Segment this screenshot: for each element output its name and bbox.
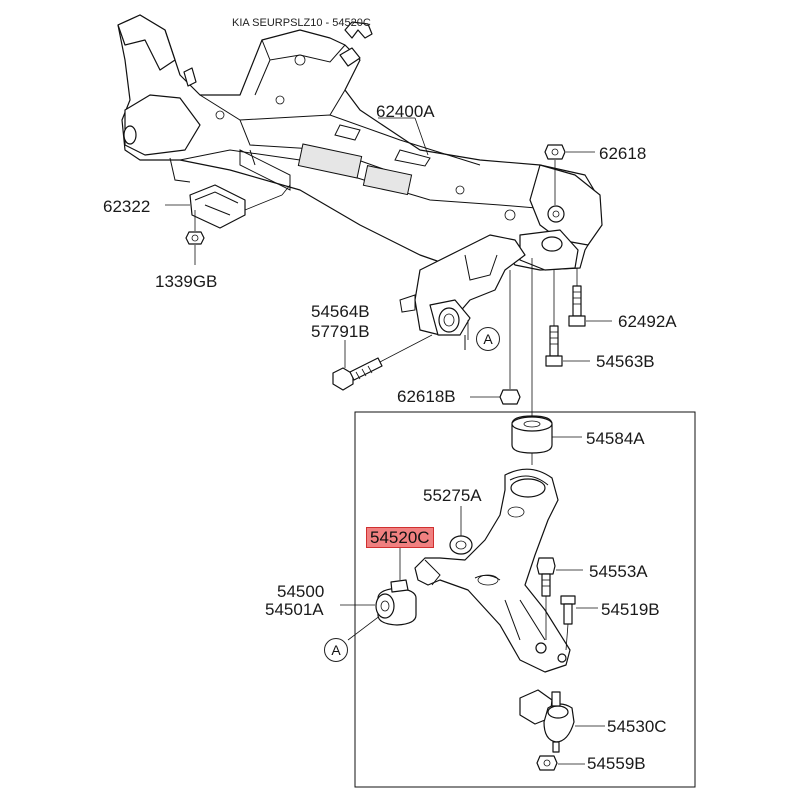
label-54519B: 54519B xyxy=(601,600,660,619)
washer-55275A xyxy=(449,506,473,555)
nut-1339GB xyxy=(185,210,205,265)
bolt-54564B xyxy=(332,334,433,391)
label-54500: 54500 xyxy=(277,582,325,601)
ball-joint-54530C xyxy=(519,689,605,753)
callout-a-upper: A xyxy=(476,327,500,351)
bolt-54553A xyxy=(536,557,583,640)
bushing-54584A xyxy=(511,415,582,454)
label-62492A: 62492A xyxy=(618,312,677,331)
label-62322: 62322 xyxy=(103,197,151,216)
label-57791B: 57791B xyxy=(311,322,370,341)
label-54501A: 54501A xyxy=(265,600,324,619)
nut-54559B xyxy=(536,755,585,771)
lower-arm-54500 xyxy=(414,468,571,673)
bolt-54519B xyxy=(560,595,598,651)
label-54564B: 54564B xyxy=(311,302,370,321)
label-54553A: 54553A xyxy=(589,562,648,581)
label-62400A: 62400A xyxy=(376,102,435,121)
diagram-header: KIA SEURPSLZ10 - 54520C xyxy=(232,17,371,29)
label-54563B: 54563B xyxy=(596,352,655,371)
label-62618-top: 62618 xyxy=(599,144,647,163)
bolt-54563B xyxy=(545,270,590,367)
label-62618B: 62618B xyxy=(397,387,456,406)
bracket-62322 xyxy=(165,184,291,229)
detail-frame xyxy=(354,411,696,788)
crossmember-62400A xyxy=(117,14,603,350)
nut-62618B xyxy=(470,270,521,405)
callout-a-lower: A xyxy=(324,638,348,662)
bolt-62492A xyxy=(568,268,612,327)
label-54530C: 54530C xyxy=(607,717,667,736)
nut-62618-top xyxy=(544,144,595,205)
label-1339GB: 1339GB xyxy=(155,272,218,291)
label-54559B: 54559B xyxy=(587,754,646,773)
bushing-54520C xyxy=(340,548,417,626)
label-54584A: 54584A xyxy=(586,429,645,448)
label-55275A: 55275A xyxy=(423,486,482,505)
label-54520C-highlighted: 54520C xyxy=(366,527,434,548)
